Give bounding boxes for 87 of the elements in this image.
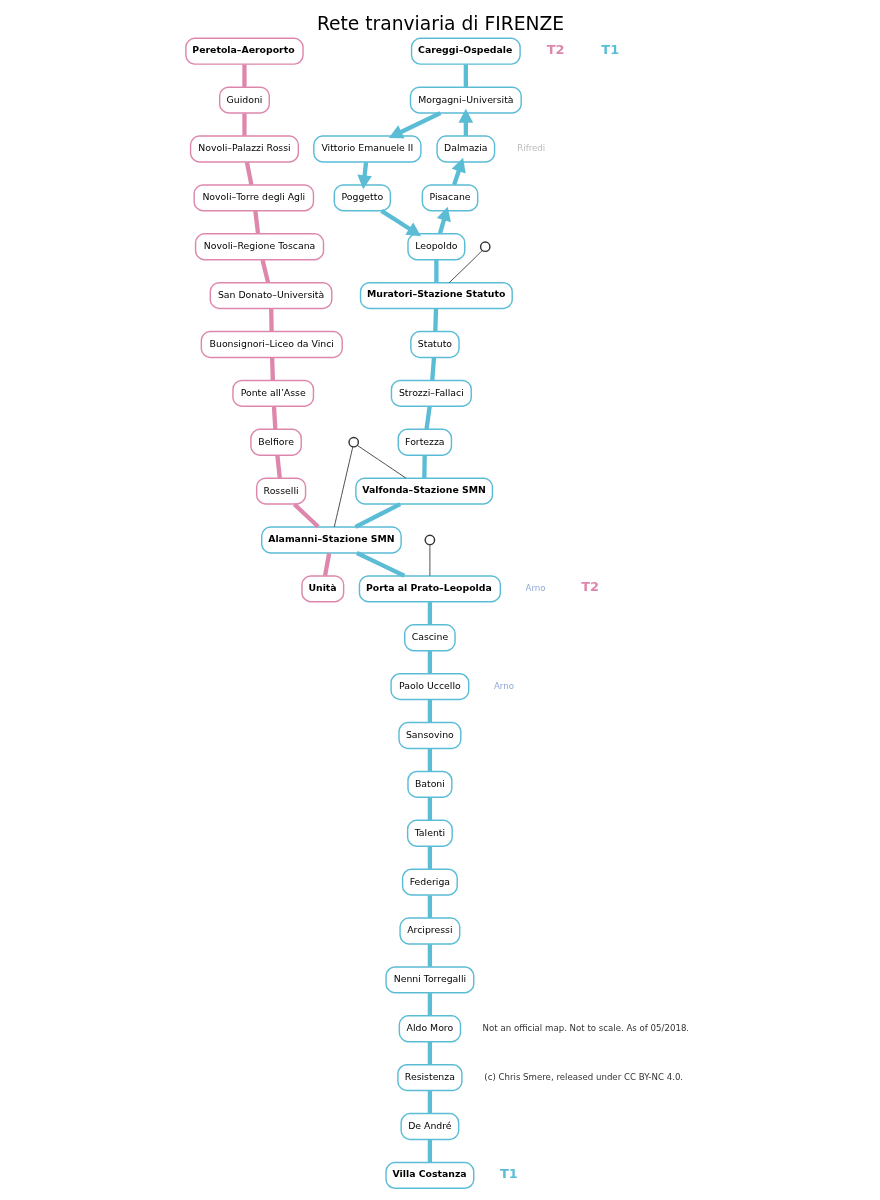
- connector: [241, 64, 247, 87]
- connector: [432, 308, 438, 332]
- node-circle: [347, 436, 359, 448]
- label: Not an official map. Not to scale. As of 05/2018.: [482, 1022, 689, 1033]
- node-box: Ponte all’Asse: [231, 379, 314, 407]
- connector: [427, 651, 432, 674]
- connector: [423, 406, 432, 430]
- node-box: Muratori–Stazione Statuto: [359, 281, 513, 310]
- node-box: Talenti: [406, 819, 453, 847]
- node-box: Novoli–Torre degli Agli: [192, 184, 314, 212]
- node-box: Careggi–Ospedale: [410, 37, 521, 65]
- node-box: Statuto: [409, 330, 460, 359]
- connector: [260, 259, 270, 283]
- connector: [427, 1139, 432, 1163]
- label: (c) Chris Smere, released under CC BY-NC 4.0.: [483, 1071, 683, 1082]
- arrow: [379, 209, 421, 237]
- arrow: [388, 111, 441, 139]
- node-box: San Donato–Università: [209, 281, 332, 310]
- connector: [244, 161, 253, 186]
- connector: [427, 797, 432, 821]
- node-box: Novoli–Palazzi Rossi: [189, 135, 299, 163]
- connector: [241, 113, 247, 136]
- node-box: Paolo Uccello: [389, 672, 469, 701]
- connector: [427, 895, 432, 918]
- diagram-title: Rete tranviaria di FIRENZE: [316, 12, 564, 34]
- connector: [322, 552, 331, 577]
- connector: [427, 993, 432, 1016]
- node-box: Vittorio Emanuele II: [312, 135, 422, 163]
- connector: [333, 446, 353, 528]
- label: T2: [580, 579, 599, 595]
- node-box: Valfonda–Stazione SMN: [354, 477, 493, 505]
- node-box: De André: [399, 1112, 459, 1141]
- connector: [429, 357, 436, 381]
- connector: [433, 260, 439, 283]
- label: T1: [499, 1165, 518, 1181]
- node-box: Alamanni–Stazione SMN: [260, 526, 402, 554]
- node-box: Morgagni–Università: [409, 86, 522, 114]
- node-box: Fortezza: [397, 428, 452, 456]
- node-box: Sansovino: [397, 721, 462, 750]
- connector: [427, 1042, 432, 1065]
- node-box: Poggetto: [333, 184, 391, 212]
- node-box: Resistenza: [396, 1063, 463, 1092]
- node-box: Batoni: [406, 770, 453, 798]
- node-box: Novoli–Regione Toscana: [194, 233, 324, 261]
- node-box: Peretola–Aeroporto: [184, 37, 304, 65]
- connector: [356, 444, 406, 479]
- node-box: Villa Costanza: [384, 1161, 474, 1190]
- connector: [427, 846, 432, 869]
- label: T1: [600, 41, 619, 57]
- connector: [269, 357, 275, 381]
- connector: [421, 455, 427, 478]
- node-circle: [424, 534, 435, 546]
- connector: [428, 544, 430, 577]
- label: Rifredi: [516, 143, 545, 154]
- node-box: Leopoldo: [406, 233, 465, 261]
- node-box: Dalmazia: [435, 135, 495, 163]
- node-box: Federiga: [401, 868, 458, 896]
- connector: [427, 602, 432, 625]
- label: T2: [546, 41, 565, 57]
- node-box: Aldo Moro: [398, 1015, 461, 1043]
- node-box: Porta al Prato–Leopolda: [358, 575, 501, 603]
- node-box: Arcipressi: [398, 917, 460, 945]
- connector: [292, 502, 320, 529]
- node-box: Belfiore: [249, 428, 302, 456]
- connector: [355, 551, 405, 578]
- label: Arno: [493, 680, 514, 691]
- connector: [271, 406, 277, 430]
- node-box: Rosselli: [255, 477, 306, 505]
- connector: [354, 502, 401, 529]
- node-box: Guidoni: [218, 86, 270, 114]
- connector: [463, 64, 468, 87]
- connector: [427, 748, 432, 772]
- connector: [252, 210, 260, 234]
- connector: [448, 250, 483, 283]
- node-circle: [479, 241, 491, 253]
- connector: [427, 699, 432, 723]
- node-box: Cascine: [403, 624, 456, 652]
- connector: [274, 455, 282, 479]
- connector: [427, 944, 432, 967]
- node-box: Buonsignori–Liceo da Vinci: [200, 330, 343, 359]
- node-box: Strozzi–Fallaci: [390, 379, 472, 407]
- node-box: Unità: [300, 575, 344, 603]
- connector: [427, 1090, 432, 1114]
- label: Arno: [525, 583, 546, 594]
- node-box: Nenni Torregalli: [384, 966, 474, 994]
- connector: [268, 308, 274, 332]
- node-box: Pisacane: [421, 184, 478, 212]
